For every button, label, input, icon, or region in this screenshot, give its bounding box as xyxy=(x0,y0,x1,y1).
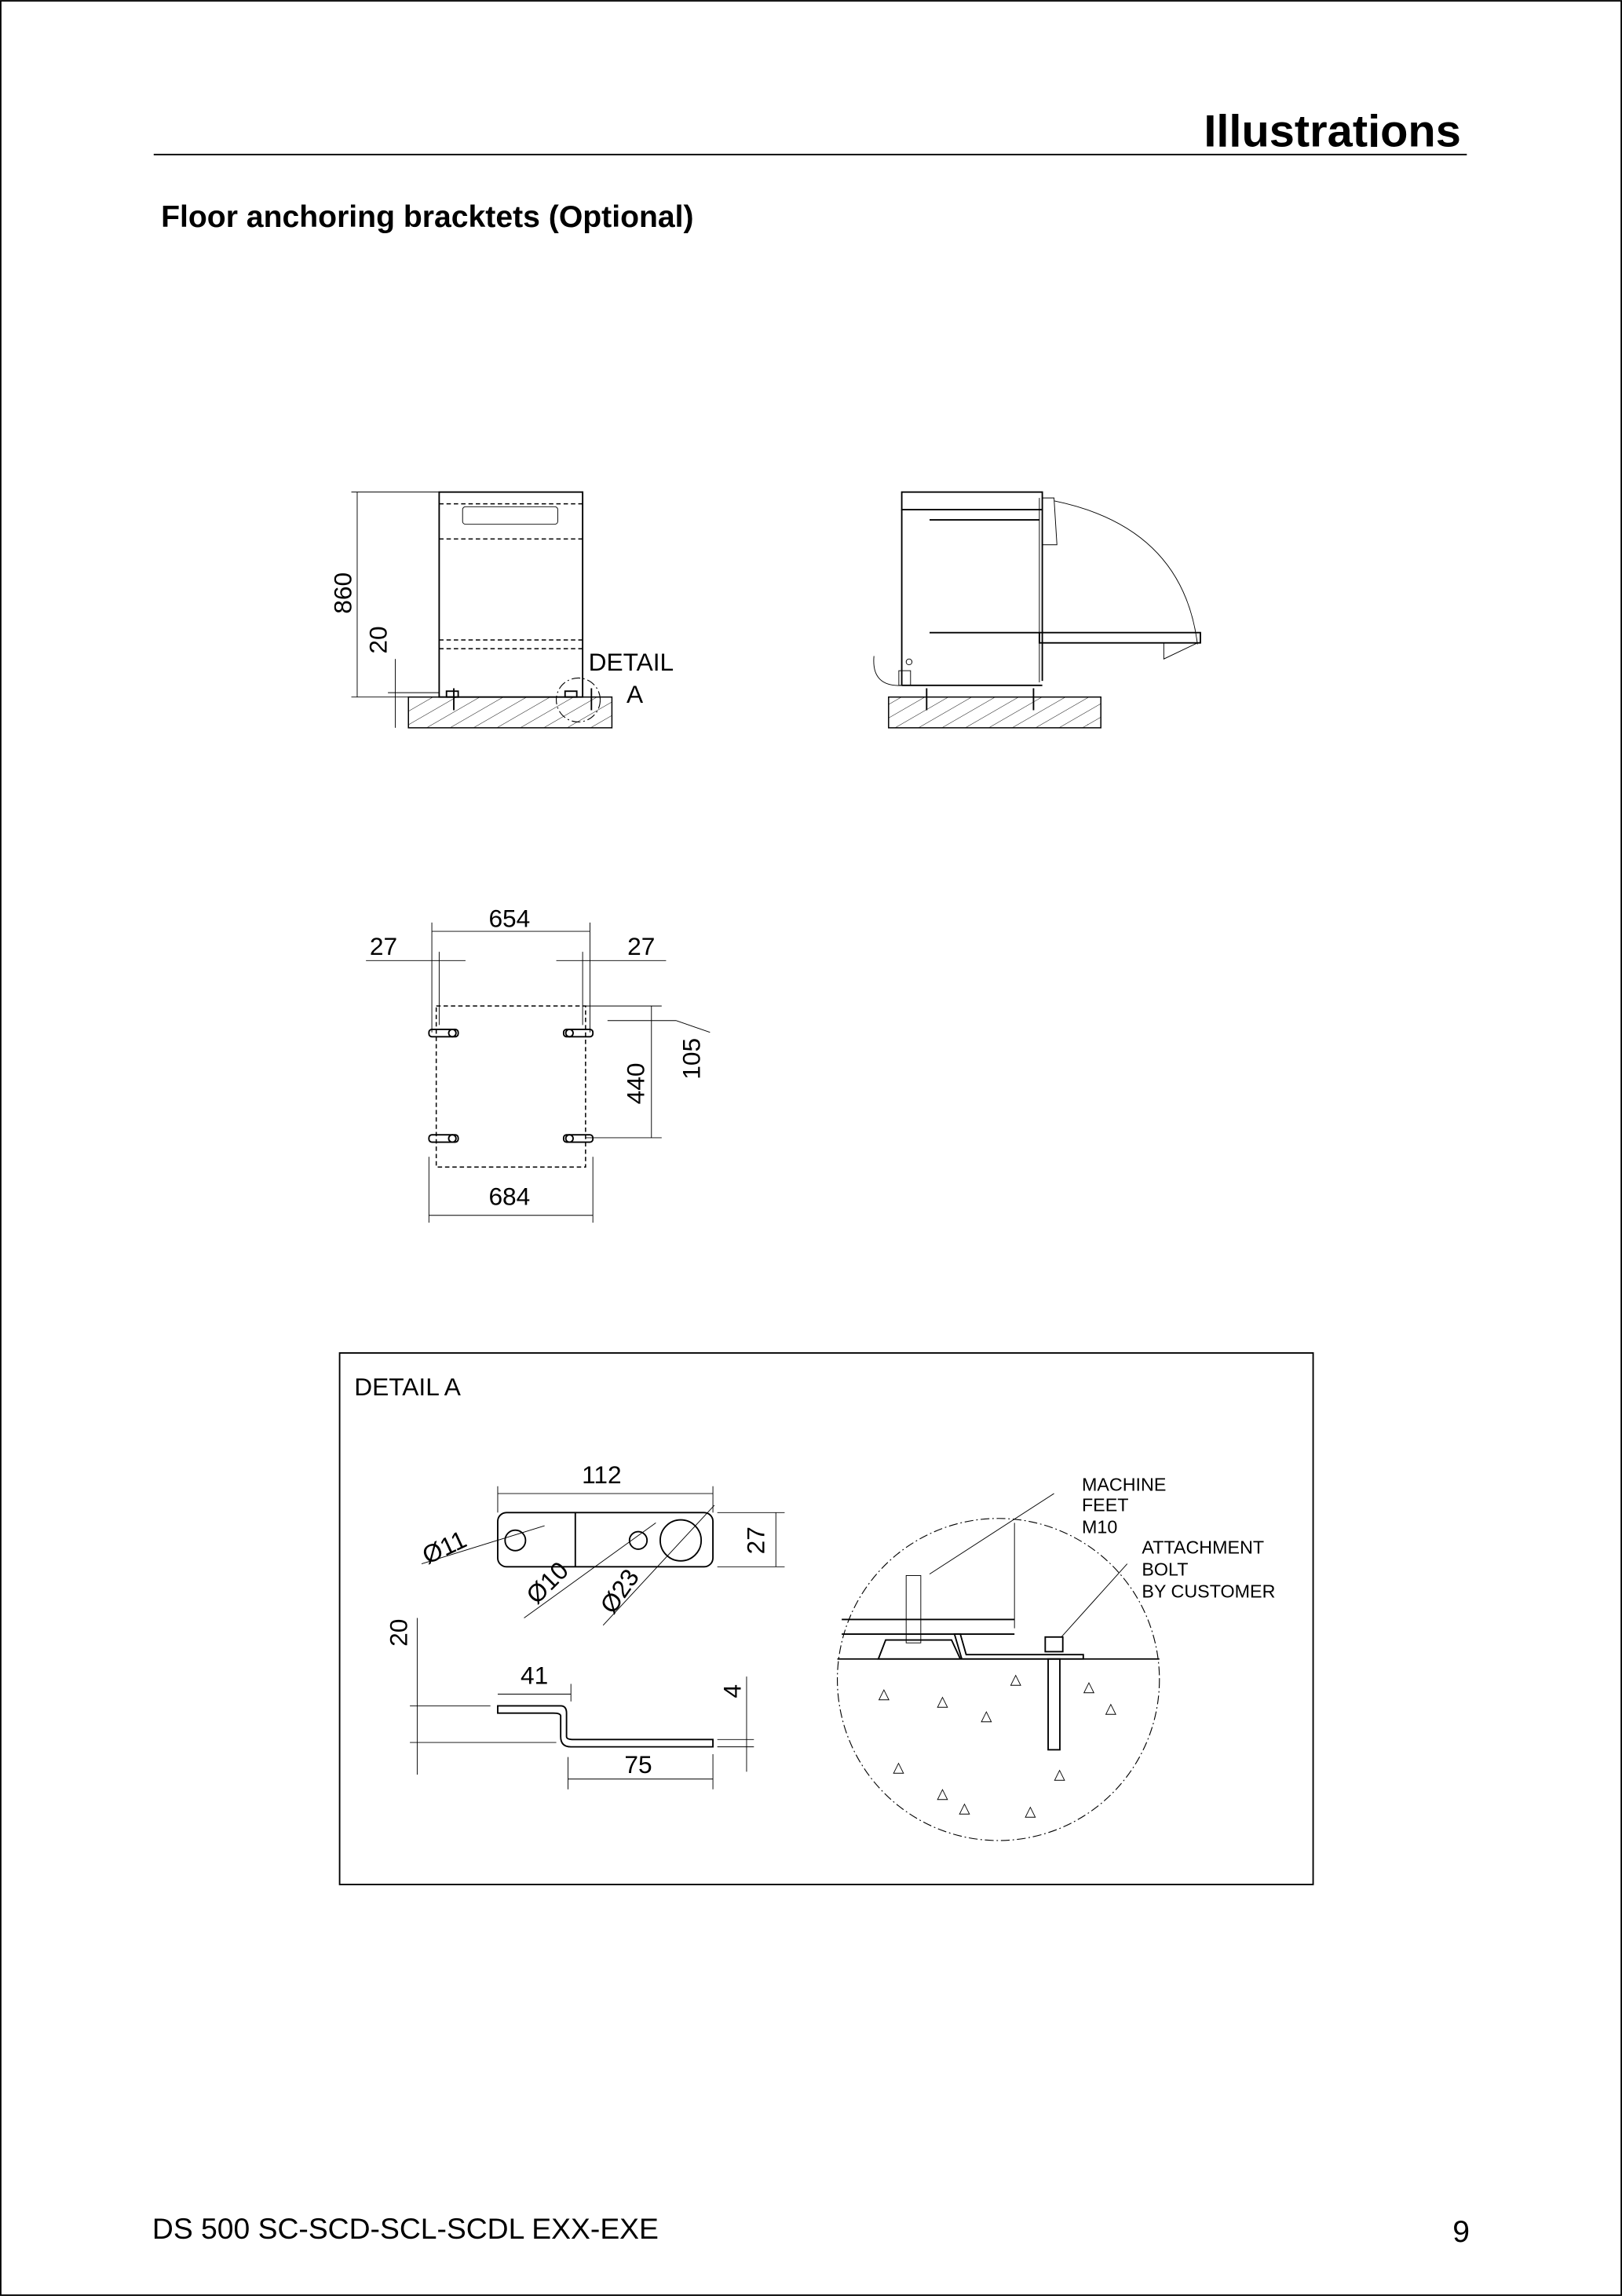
plan-width-bottom: 684 xyxy=(488,1183,530,1211)
attachment-bolt-callout-line-2: BOLT xyxy=(1142,1559,1188,1579)
plan-depth: 440 xyxy=(621,1063,649,1105)
page-title: Illustrations xyxy=(1204,107,1461,157)
bracket-length: 112 xyxy=(582,1461,622,1489)
machine-feet-callout-line-2: FEET xyxy=(1082,1494,1129,1515)
svg-text:△: △ xyxy=(893,1758,904,1775)
plan-view-drawing xyxy=(366,922,711,1223)
attachment-bolt-callout-line-1: ATTACHMENT xyxy=(1142,1537,1264,1558)
bracket-width: 27 xyxy=(741,1526,769,1554)
plan-width-top: 654 xyxy=(488,904,530,932)
svg-text:△: △ xyxy=(1025,1802,1036,1819)
attachment-bolt-callout-line-3: BY CUSTOMER xyxy=(1142,1581,1275,1601)
svg-text:△: △ xyxy=(1054,1766,1066,1782)
machine-feet-callout-line-1: MACHINE xyxy=(1082,1474,1166,1494)
plan-offset-left: 27 xyxy=(370,932,397,960)
side-view-drawing xyxy=(873,491,1201,729)
foot-dimension: 20 xyxy=(363,626,392,653)
svg-text:△: △ xyxy=(981,1707,992,1724)
bracket-side-view xyxy=(410,1618,754,1790)
machine-feet-callout-line-3: M10 xyxy=(1082,1516,1117,1537)
svg-text:△: △ xyxy=(937,1785,948,1801)
bracket-flange: 41 xyxy=(521,1661,548,1689)
svg-text:△: △ xyxy=(879,1685,890,1702)
bracket-height: 20 xyxy=(384,1619,412,1647)
svg-text:△: △ xyxy=(959,1800,970,1816)
plan-offset-right: 27 xyxy=(627,932,655,960)
detail-callout-letter: A xyxy=(627,680,644,708)
front-view-drawing xyxy=(351,491,613,729)
hole-diameter-23: Ø23 xyxy=(594,1563,645,1618)
svg-text:△: △ xyxy=(1105,1700,1117,1717)
bracket-thickness: 4 xyxy=(718,1684,746,1698)
svg-text:△: △ xyxy=(1083,1678,1095,1695)
page-number: 9 xyxy=(1452,2215,1470,2249)
height-dimension: 860 xyxy=(329,572,357,614)
detail-callout-label: DETAIL xyxy=(589,648,674,676)
installation-section-drawing: △ △ △ △ △ △ △ △ △ △ △ xyxy=(837,1493,1160,1841)
svg-text:△: △ xyxy=(937,1692,948,1709)
bracket-base: 75 xyxy=(624,1750,652,1779)
footer-model: DS 500 SC-SCD-SCL-SCDL EXX-EXE xyxy=(152,2212,659,2245)
svg-text:△: △ xyxy=(1010,1670,1022,1687)
detail-a-title: DETAIL A xyxy=(354,1373,461,1401)
plan-edge: 105 xyxy=(677,1038,705,1080)
hole-diameter-10: Ø10 xyxy=(521,1556,574,1610)
bracket-top-view xyxy=(421,1486,785,1626)
detail-a-frame xyxy=(338,1352,1314,1885)
section-title: Floor anchoring bracktets (Optional) xyxy=(161,200,693,234)
